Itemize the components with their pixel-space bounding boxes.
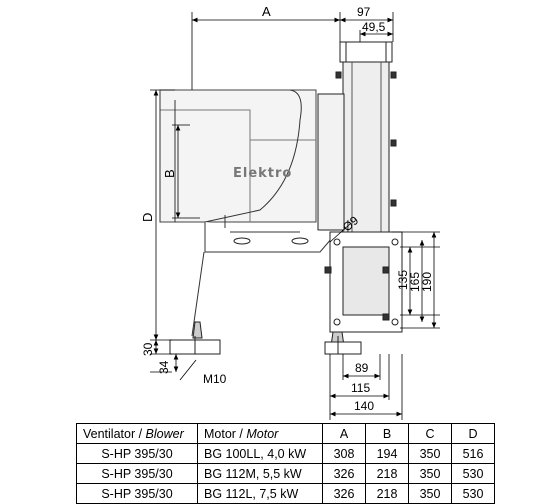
dim-135: 135 xyxy=(396,270,410,290)
dim-97: 97 xyxy=(357,5,371,19)
cell-C: 350 xyxy=(408,443,452,464)
dim-115: 115 xyxy=(351,381,370,395)
table-row: S-HP 395/30 BG 112M, 5,5 kW 326 218 350 … xyxy=(76,463,495,484)
cell-motor: BG 112M, 5,5 kW xyxy=(197,463,323,484)
col-header-blower: Ventilator / Blower xyxy=(76,423,198,444)
dim-30: 30 xyxy=(141,342,155,356)
cell-D: 530 xyxy=(451,483,495,504)
col-header-D: D xyxy=(451,423,495,444)
cell-A: 326 xyxy=(322,483,366,504)
cell-blower: S-HP 395/30 xyxy=(76,483,198,504)
table-row: S-HP 395/30 BG 100LL, 4,0 kW 308 194 350… xyxy=(76,443,495,464)
spec-table: Ventilator / Blower Motor / Motor A B C … xyxy=(76,423,495,504)
dim-89: 89 xyxy=(355,361,369,375)
cell-D: 530 xyxy=(451,463,495,484)
dim-D: D xyxy=(140,213,155,222)
table-row: S-HP 395/30 BG 112L, 7,5 kW 326 218 350 … xyxy=(76,483,495,504)
dim-34: 34 xyxy=(157,360,171,374)
col-header-A: A xyxy=(322,423,366,444)
cell-motor: BG 100LL, 4,0 kW xyxy=(197,443,323,464)
table-header-row: Ventilator / Blower Motor / Motor A B C … xyxy=(76,423,495,444)
cell-C: 350 xyxy=(408,483,452,504)
cell-D: 516 xyxy=(451,443,495,464)
dim-190: 190 xyxy=(420,272,434,292)
cell-C: 350 xyxy=(408,463,452,484)
dim-165: 165 xyxy=(408,272,422,292)
dim-49-5: 49,5 xyxy=(362,20,386,34)
cell-blower: S-HP 395/30 xyxy=(76,463,198,484)
col-header-motor: Motor / Motor xyxy=(197,423,323,444)
blower-drawing: Elektro xyxy=(159,41,403,355)
technical-drawing: Elektro xyxy=(140,4,440,420)
brand-label: Elektro xyxy=(233,166,292,181)
cell-blower: S-HP 395/30 xyxy=(76,443,198,464)
dim-A: A xyxy=(262,4,271,19)
cell-A: 326 xyxy=(322,463,366,484)
col-header-B: B xyxy=(365,423,409,444)
cell-B: 218 xyxy=(365,463,409,484)
cell-B: 218 xyxy=(365,483,409,504)
cell-A: 308 xyxy=(322,443,366,464)
col-header-C: C xyxy=(408,423,452,444)
dim-140: 140 xyxy=(354,399,374,413)
cell-B: 194 xyxy=(365,443,409,464)
cell-motor: BG 112L, 7,5 kW xyxy=(197,483,323,504)
dim-B: B xyxy=(162,169,177,178)
dim-M10: M10 xyxy=(203,372,227,386)
